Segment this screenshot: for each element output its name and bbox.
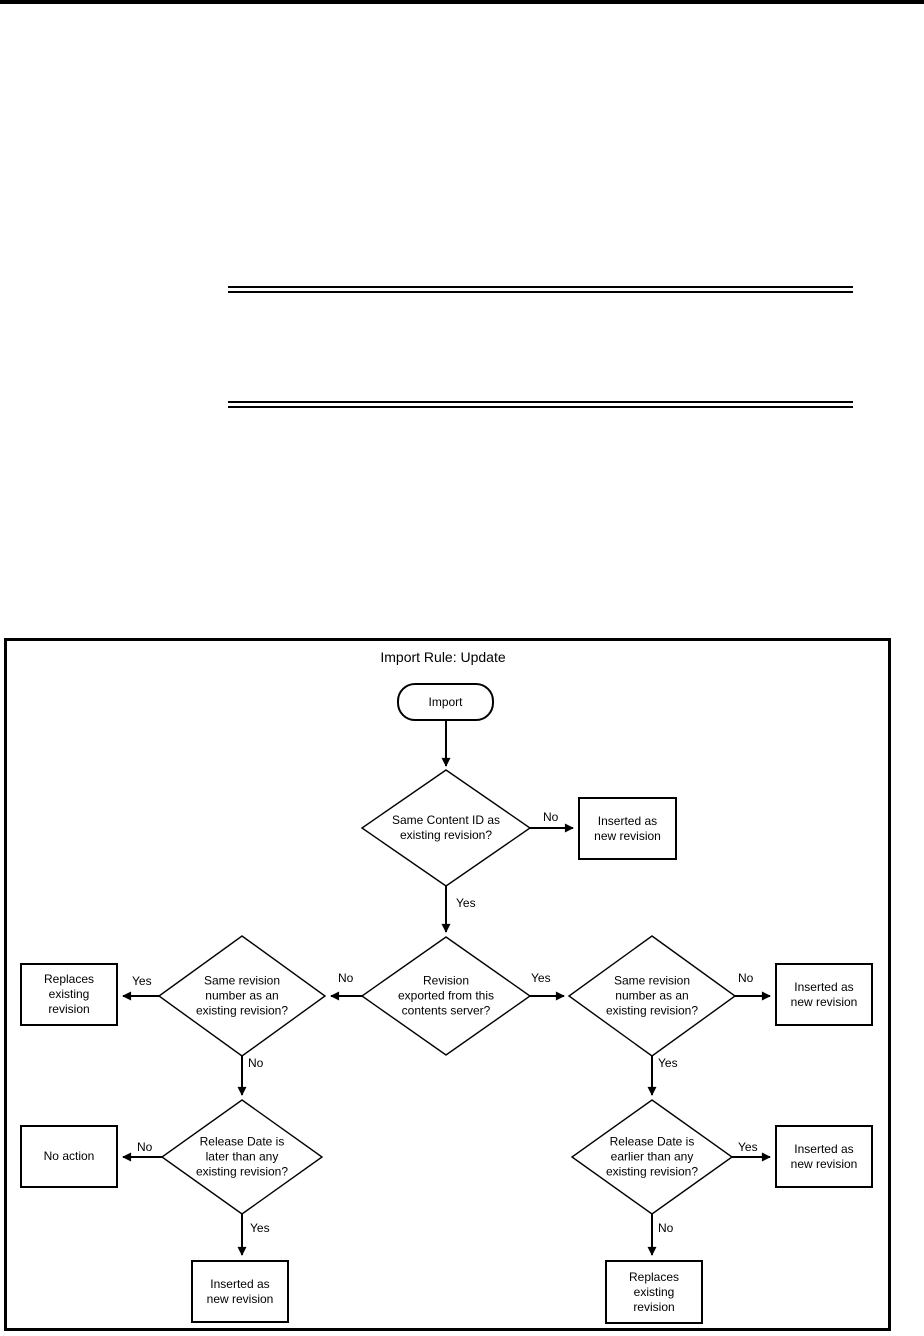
flowchart-frame — [4, 638, 891, 1331]
edge-label-d1-yes: Yes — [456, 896, 476, 910]
edge-label-d4-no: No — [137, 1140, 153, 1154]
table-bottom-double-rule — [228, 401, 853, 408]
decision-same-revision-left-shape — [157, 935, 327, 1057]
result-box-inserted-new-revision-right-lower: Inserted as new revision — [775, 1125, 873, 1188]
page-top-border — [0, 0, 924, 4]
result-box-replaces-existing-left: Replaces existing revision — [20, 963, 118, 1026]
result-box-inserted-new-revision-top: Inserted as new revision — [578, 797, 677, 860]
decision-revision-exported-shape — [360, 936, 532, 1056]
result-box-inserted-new-revision-right-upper: Inserted as new revision — [775, 963, 873, 1026]
edge-label-d6-no: No — [658, 1221, 674, 1235]
edge-label-d6-yes: Yes — [738, 1140, 758, 1154]
edge-label-d4-yes: Yes — [250, 1221, 270, 1235]
result-box-no-action: No action — [20, 1125, 118, 1188]
result-box-replaces-existing-right: Replaces existing revision — [605, 1260, 703, 1324]
flowchart-title: Import Rule: Update — [380, 649, 506, 665]
edge-label-d5-yes: Yes — [658, 1056, 678, 1070]
edge-label-d3-yes: Yes — [132, 974, 152, 988]
decision-same-revision-right-shape — [567, 935, 737, 1057]
edge-label-d3-no: No — [248, 1056, 264, 1070]
decision-release-date-later-shape — [160, 1099, 324, 1215]
decision-same-content-id-shape — [360, 769, 532, 887]
edge-label-d2-yes: Yes — [531, 971, 551, 985]
table-top-double-rule — [228, 286, 853, 293]
edge-label-d5-no: No — [738, 971, 754, 985]
start-node-import: Import — [397, 683, 494, 721]
edge-label-d2-no: No — [338, 971, 354, 985]
edge-label-d1-no: No — [543, 810, 559, 824]
result-box-inserted-new-revision-bottom-left: Inserted as new revision — [191, 1260, 289, 1323]
decision-release-date-earlier-shape — [570, 1099, 734, 1215]
